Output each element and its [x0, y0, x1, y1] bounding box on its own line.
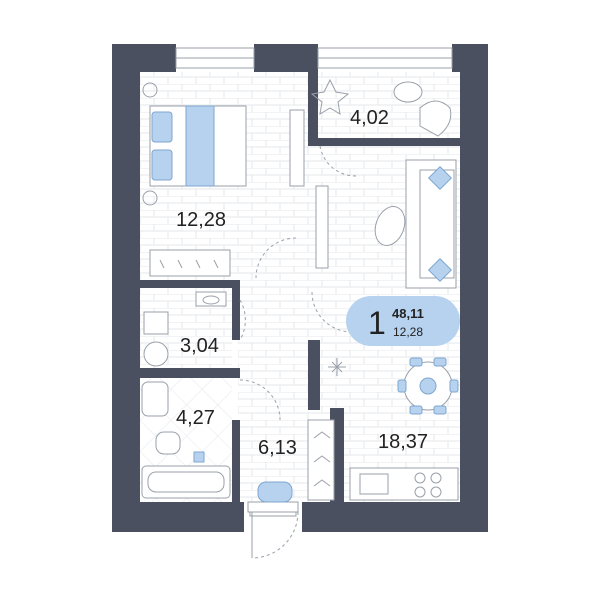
bedroom-area-label: 12,28 [176, 209, 226, 231]
dining-table [397, 357, 459, 415]
living-area: 12,28 [393, 325, 423, 339]
balcony-area-label: 4,02 [350, 107, 389, 129]
kitchen-door [311, 291, 353, 333]
bath-door [239, 379, 281, 421]
total-area: 48,11 [392, 306, 424, 321]
hall-floor [238, 280, 310, 502]
light-fixture [328, 358, 346, 376]
bathroom-area-label: 4,27 [176, 407, 215, 429]
bathroom-fixtures [141, 381, 231, 499]
balcony-door [319, 145, 357, 177]
tv-unit [315, 185, 329, 269]
hall-area-label: 6,13 [258, 437, 297, 459]
kitchen-living-area-label: 18,37 [378, 431, 428, 453]
area-badge: 1 48,11 12,28 [346, 296, 460, 346]
wc-fixtures [143, 291, 227, 367]
wc-area-label: 3,04 [180, 335, 219, 357]
balcony-furniture [310, 78, 452, 137]
wc-door [239, 299, 246, 341]
walls [112, 44, 488, 532]
hall-bench [257, 481, 293, 503]
kitchen-counter [349, 467, 459, 501]
hall-wardrobe [307, 419, 335, 501]
bedroom-door [255, 237, 297, 279]
bed [142, 82, 247, 206]
coffee-table [374, 206, 406, 246]
wardrobe [149, 109, 305, 277]
windows [175, 47, 453, 69]
sofa [405, 159, 457, 289]
entrance-door [247, 501, 299, 559]
rooms-count: 1 [368, 305, 386, 341]
